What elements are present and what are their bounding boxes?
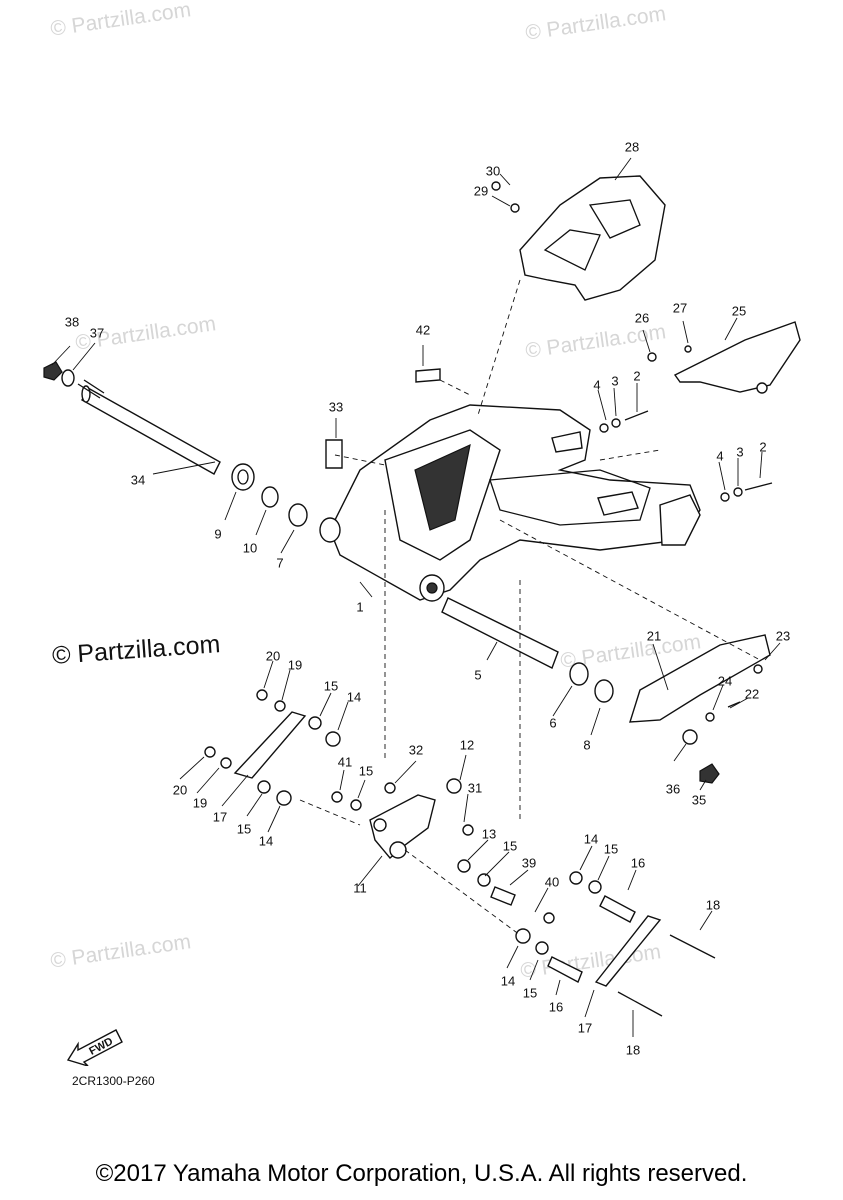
diagram-code: 2CR1300-P260 [72, 1074, 155, 1088]
callout-15[interactable]: 15 [236, 821, 252, 837]
lower-chain-guard-shape [629, 634, 771, 723]
callout-16[interactable]: 16 [630, 855, 646, 871]
callout-19[interactable]: 19 [192, 795, 208, 811]
callout-8[interactable]: 8 [583, 737, 591, 753]
callout-11[interactable]: 11 [353, 880, 367, 896]
callout-26[interactable]: 26 [634, 310, 650, 326]
callout-2[interactable]: 2 [633, 368, 641, 384]
callout-15[interactable]: 15 [522, 985, 538, 1001]
callout-35[interactable]: 35 [691, 792, 707, 808]
callout-10[interactable]: 10 [242, 540, 258, 556]
callout-30[interactable]: 30 [485, 163, 501, 179]
callout-20[interactable]: 20 [172, 782, 188, 798]
callout-38[interactable]: 38 [64, 314, 80, 330]
connecting-rod-left [233, 711, 307, 779]
callout-9[interactable]: 9 [214, 526, 222, 542]
callout-14[interactable]: 14 [346, 689, 362, 705]
callout-19[interactable]: 19 [287, 657, 303, 673]
callout-23[interactable]: 23 [775, 628, 791, 644]
callout-14[interactable]: 14 [500, 973, 516, 989]
callout-41[interactable]: 41 [337, 754, 353, 770]
callout-3[interactable]: 3 [736, 444, 744, 460]
rear-arm-shape [319, 404, 701, 602]
callout-27[interactable]: 27 [672, 300, 688, 316]
callout-2[interactable]: 2 [759, 439, 767, 455]
callout-15[interactable]: 15 [603, 841, 619, 857]
callout-15[interactable]: 15 [358, 763, 374, 779]
callout-6[interactable]: 6 [549, 715, 557, 731]
callout-32[interactable]: 32 [408, 742, 424, 758]
callout-18[interactable]: 18 [705, 897, 721, 913]
callout-14[interactable]: 14 [583, 831, 599, 847]
callout-34[interactable]: 34 [130, 472, 146, 488]
pivot-shaft-shape [43, 361, 221, 475]
callout-5[interactable]: 5 [474, 667, 482, 683]
callout-20[interactable]: 20 [265, 648, 281, 664]
copyright-notice: ©2017 Yamaha Motor Corporation, U.S.A. A… [95, 1160, 748, 1187]
callout-7[interactable]: 7 [276, 555, 284, 571]
forward-arrow-icon: FWD [66, 1029, 123, 1066]
callout-33[interactable]: 33 [328, 399, 344, 415]
callout-3[interactable]: 3 [611, 373, 619, 389]
chain-guard-shape [519, 175, 666, 301]
callout-29[interactable]: 29 [473, 183, 489, 199]
callout-24[interactable]: 24 [717, 673, 733, 689]
callout-36[interactable]: 36 [665, 781, 681, 797]
callout-14[interactable]: 14 [258, 833, 274, 849]
connecting-rod-right [594, 915, 662, 987]
relay-arm-shape [369, 794, 436, 859]
callout-28[interactable]: 28 [624, 139, 640, 155]
fwd-label: FWD [87, 1035, 115, 1057]
callout-31[interactable]: 31 [467, 780, 483, 796]
callout-17[interactable]: 17 [212, 809, 228, 825]
callout-21[interactable]: 21 [646, 628, 662, 644]
callout-39[interactable]: 39 [521, 855, 537, 871]
callout-40[interactable]: 40 [544, 874, 560, 890]
callout-13[interactable]: 13 [481, 826, 497, 842]
callout-4[interactable]: 4 [593, 377, 601, 393]
callout-1[interactable]: 1 [356, 599, 364, 615]
callout-12[interactable]: 12 [459, 737, 475, 753]
seal-guard-shape [673, 321, 801, 393]
callout-4[interactable]: 4 [716, 448, 724, 464]
callout-16[interactable]: 16 [548, 999, 564, 1015]
callout-37[interactable]: 37 [89, 325, 105, 341]
callout-18[interactable]: 18 [625, 1042, 641, 1058]
callout-15[interactable]: 15 [502, 838, 518, 854]
callout-17[interactable]: 17 [577, 1020, 593, 1036]
callout-15[interactable]: 15 [323, 678, 339, 694]
callout-22[interactable]: 22 [744, 686, 760, 702]
callout-25[interactable]: 25 [731, 303, 747, 319]
callout-42[interactable]: 42 [415, 322, 431, 338]
